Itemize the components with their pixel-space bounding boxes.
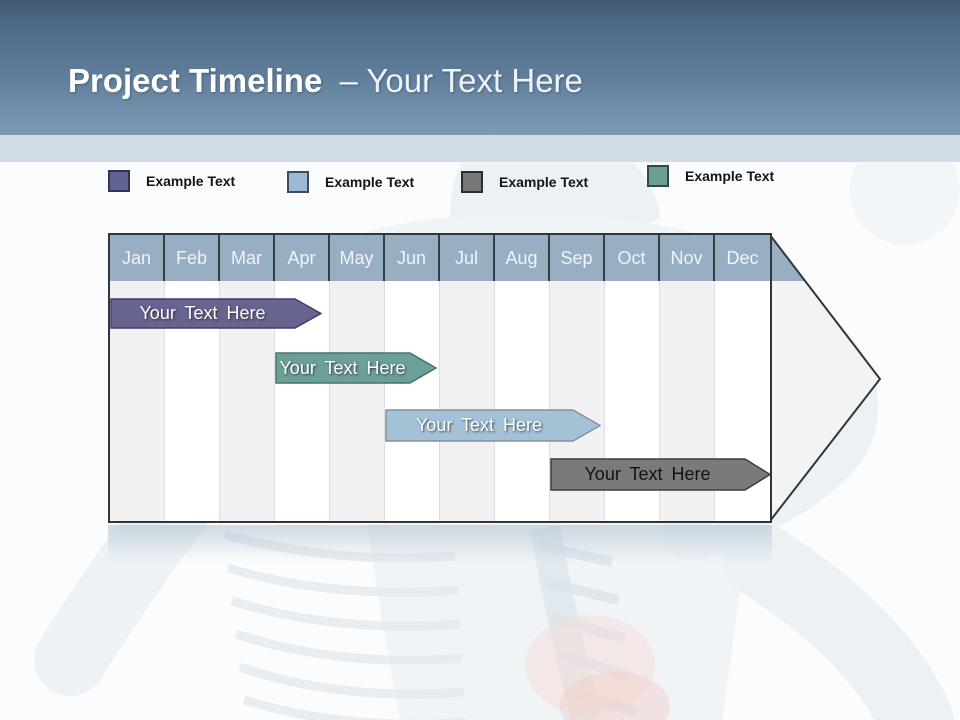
month-header-sep: Sep <box>550 235 605 281</box>
legend-item-purple: Example Text <box>108 170 235 192</box>
grid-column <box>440 281 495 521</box>
bar-arrow-shape <box>275 352 437 384</box>
month-header-row: Jan Feb Mar Apr May Jun Jul Aug Sep Oct … <box>110 235 770 281</box>
table-reflection <box>108 525 772 567</box>
legend-label: Example Text <box>499 174 589 190</box>
timeline-bar-teal: Your Text Here <box>275 352 437 384</box>
timeline-arrowhead <box>770 234 882 522</box>
legend-swatch-teal <box>647 165 669 187</box>
legend-item-teal: Example Text <box>647 165 774 187</box>
grid-column <box>495 281 550 521</box>
bar-label: Your Text Here <box>279 357 406 378</box>
bar-arrow-shape <box>385 409 601 442</box>
legend-item-gray: Example Text <box>461 171 588 193</box>
legend-swatch-purple <box>108 170 130 192</box>
month-header-nov: Nov <box>660 235 715 281</box>
month-header-mar: Mar <box>220 235 275 281</box>
header-accent-band <box>0 135 960 163</box>
timeline-bar-blue: Your Text Here <box>385 409 601 442</box>
month-header-jan: Jan <box>110 235 165 281</box>
legend-item-blue: Example Text <box>287 171 414 193</box>
timeline-bar-gray: Your Text Here <box>550 458 771 491</box>
title-suffix: – Your Text Here <box>339 62 583 99</box>
grid-column <box>330 281 385 521</box>
month-header-may: May <box>330 235 385 281</box>
month-header-jul: Jul <box>440 235 495 281</box>
month-header-oct: Oct <box>605 235 660 281</box>
legend-swatch-gray <box>461 171 483 193</box>
month-header-jun: Jun <box>385 235 440 281</box>
page-title: Project Timeline – Your Text Here <box>68 60 583 102</box>
legend-label: Example Text <box>685 168 775 184</box>
bar-label: Your Text Here <box>415 415 543 435</box>
legend-swatch-blue <box>287 171 309 193</box>
bar-arrow-shape <box>550 458 771 491</box>
legend-label: Example Text <box>146 173 236 189</box>
month-header-aug: Aug <box>495 235 550 281</box>
title-bar: Project Timeline – Your Text Here <box>0 0 960 135</box>
bar-label: Your Text Here <box>584 464 711 484</box>
grid-column <box>385 281 440 521</box>
month-header-dec: Dec <box>715 235 770 281</box>
title-main: Project Timeline <box>68 62 323 99</box>
bar-label: Your Text Here <box>139 303 266 323</box>
legend-label: Example Text <box>325 174 415 190</box>
month-header-apr: Apr <box>275 235 330 281</box>
timeline-bar-purple: Your Text Here <box>110 298 322 329</box>
bar-arrow-shape <box>110 298 322 329</box>
month-header-feb: Feb <box>165 235 220 281</box>
